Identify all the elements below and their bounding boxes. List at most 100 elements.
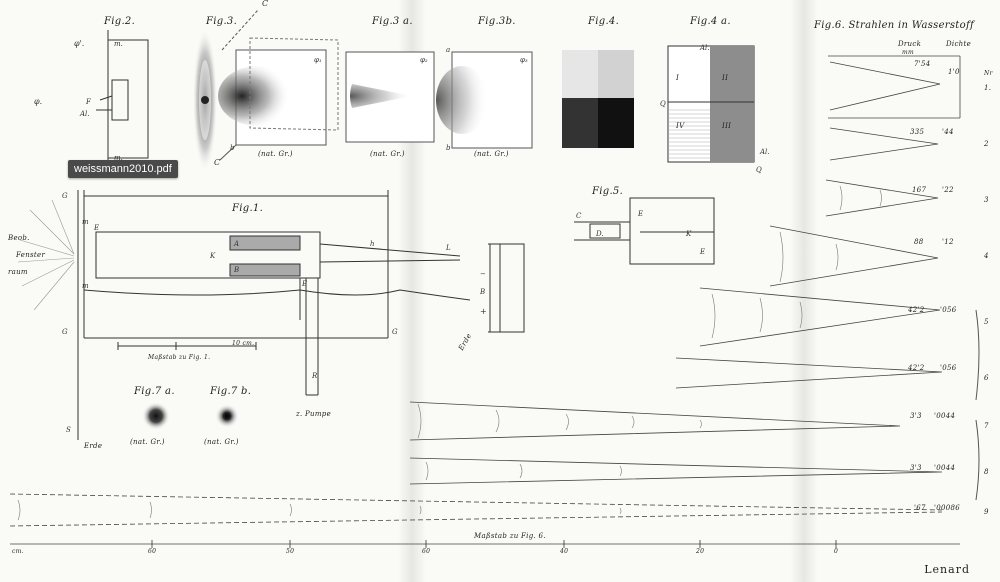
svg-text:Al.: Al. bbox=[79, 110, 90, 118]
svg-text:Q: Q bbox=[756, 166, 762, 174]
svg-text:A: A bbox=[233, 240, 239, 248]
fig4a-label: I bbox=[676, 74, 680, 82]
svg-text:B: B bbox=[479, 288, 485, 296]
svg-text:E: E bbox=[93, 224, 99, 232]
fig6-nr: 1. bbox=[984, 84, 992, 92]
fig6-druck: 3'3 bbox=[910, 464, 922, 472]
scale6-tick: 60 bbox=[422, 548, 431, 555]
fig6-dichte: '00086 bbox=[934, 504, 960, 512]
scale6-tick: 20 bbox=[696, 548, 705, 555]
svg-text:G: G bbox=[392, 328, 398, 336]
fig6-col-nr: Nr bbox=[984, 70, 993, 77]
fig6-dichte: '44 bbox=[942, 128, 954, 136]
fig3a-title: Fig.3 a. bbox=[372, 16, 413, 27]
scale-fig1-tick: 10 cm. bbox=[232, 340, 255, 347]
svg-text:G: G bbox=[62, 328, 68, 336]
fig3-title: Fig.3. bbox=[206, 16, 238, 27]
fig6-druck: 42'2 bbox=[908, 364, 925, 372]
caption-scale-fig1: Maßstab zu Fig. 1. bbox=[148, 354, 211, 361]
svg-text:φ₃: φ₃ bbox=[520, 56, 528, 64]
svg-text:m: m bbox=[82, 218, 89, 226]
svg-text:m.: m. bbox=[114, 154, 123, 162]
fig6-nr: 5 bbox=[984, 318, 989, 326]
fig6-nr: 8 bbox=[984, 468, 989, 476]
fig6-title: Fig.6. Strahlen in Wasserstoff bbox=[814, 20, 974, 31]
fig6-dichte: '056 bbox=[940, 306, 957, 314]
engraver-signature: Lenard bbox=[924, 563, 970, 576]
fig6-col-druck: Druck bbox=[898, 40, 922, 48]
scale6-tick: 50 bbox=[286, 548, 295, 555]
svg-text:Al.: Al. bbox=[699, 44, 710, 52]
svg-text:Q: Q bbox=[660, 100, 666, 108]
fig4a-title: Fig.4 a. bbox=[690, 16, 731, 27]
fig4a-label: II bbox=[722, 74, 729, 82]
fig5-title: Fig.5. bbox=[592, 186, 624, 197]
caption-nat-gr: (nat. Gr.) bbox=[258, 150, 293, 158]
svg-text:φ₂: φ₂ bbox=[420, 56, 428, 64]
svg-text:S: S bbox=[66, 426, 71, 434]
fig6-druck: 42'2 bbox=[908, 306, 925, 314]
svg-text:Al.: Al. bbox=[759, 148, 770, 156]
fig6-col-druck-unit: mm bbox=[902, 49, 914, 56]
svg-text:φ.: φ. bbox=[34, 97, 42, 106]
fig2-title: Fig.2. bbox=[104, 16, 136, 27]
caption-nat-gr: (nat. Gr.) bbox=[370, 150, 405, 158]
svg-text:L: L bbox=[445, 244, 451, 252]
fig6-nr: 4 bbox=[984, 252, 989, 260]
svg-text:B: B bbox=[233, 266, 239, 274]
caption-nat-gr: (nat. Gr.) bbox=[204, 438, 239, 446]
svg-text:E: E bbox=[699, 248, 705, 256]
fig7a-title: Fig.7 a. bbox=[134, 386, 175, 397]
fig6-nr: 6 bbox=[984, 374, 989, 382]
fig6-druck: 88 bbox=[914, 238, 924, 246]
svg-text:E: E bbox=[637, 210, 643, 218]
fig6-druck: 167 bbox=[912, 186, 927, 194]
svg-text:D.: D. bbox=[595, 230, 604, 238]
scale6-tick: 40 bbox=[560, 548, 569, 555]
fig6-nr: 7 bbox=[984, 422, 989, 430]
fig6-druck: 335 bbox=[910, 128, 925, 136]
fig7b-title: Fig.7 b. bbox=[210, 386, 252, 397]
fig6-nr: 3 bbox=[984, 196, 989, 204]
svg-text:R: R bbox=[311, 372, 318, 380]
scale6-tick: cm. bbox=[12, 548, 24, 555]
fig3b-title: Fig.3b. bbox=[478, 16, 516, 27]
svg-text:m: m bbox=[82, 282, 89, 290]
svg-text:φ'.: φ'. bbox=[74, 39, 84, 48]
caption-fenster: Fenster bbox=[16, 251, 46, 259]
scale6-tick: 60 bbox=[148, 548, 157, 555]
fig4-title: Fig.4. bbox=[588, 16, 620, 27]
fig6-col-dichte: Dichte bbox=[946, 40, 972, 48]
fig4a-label: III bbox=[722, 122, 732, 130]
filename-tooltip: weissmann2010.pdf bbox=[68, 160, 178, 178]
fig4a-label: IV bbox=[676, 122, 685, 130]
fig6-dichte: '0044 bbox=[934, 412, 956, 420]
svg-text:K: K bbox=[685, 230, 692, 238]
caption-erde: Erde bbox=[84, 442, 103, 450]
svg-text:−: − bbox=[480, 270, 486, 278]
fig6-druck: 7'54 bbox=[914, 60, 931, 68]
svg-text:h: h bbox=[370, 240, 375, 248]
svg-text:b: b bbox=[446, 144, 451, 152]
caption-beob: Beob. bbox=[8, 234, 30, 242]
caption-nat-gr: (nat. Gr.) bbox=[474, 150, 509, 158]
caption-scale-fig6: Maßstab zu Fig. 6. bbox=[474, 532, 546, 540]
fig6-dichte: '0044 bbox=[934, 464, 956, 472]
svg-text:G: G bbox=[62, 192, 68, 200]
page-fold bbox=[790, 0, 818, 582]
svg-text:m.: m. bbox=[114, 40, 123, 48]
fig6-dichte: '22 bbox=[942, 186, 954, 194]
svg-text:C: C bbox=[214, 158, 220, 167]
caption-pumpe: z. Pumpe bbox=[296, 410, 332, 418]
fig6-nr: 9 bbox=[984, 508, 989, 516]
scale6-tick: 0 bbox=[834, 548, 839, 555]
svg-text:+: + bbox=[480, 307, 487, 316]
svg-text:b: b bbox=[230, 144, 235, 152]
fig6-dichte: '12 bbox=[942, 238, 954, 246]
fig2-drawing bbox=[96, 30, 149, 168]
fig6-dichte: '056 bbox=[940, 364, 957, 372]
caption-raum: raum bbox=[8, 268, 28, 276]
fig6-dichte: 1'0 bbox=[948, 68, 960, 76]
